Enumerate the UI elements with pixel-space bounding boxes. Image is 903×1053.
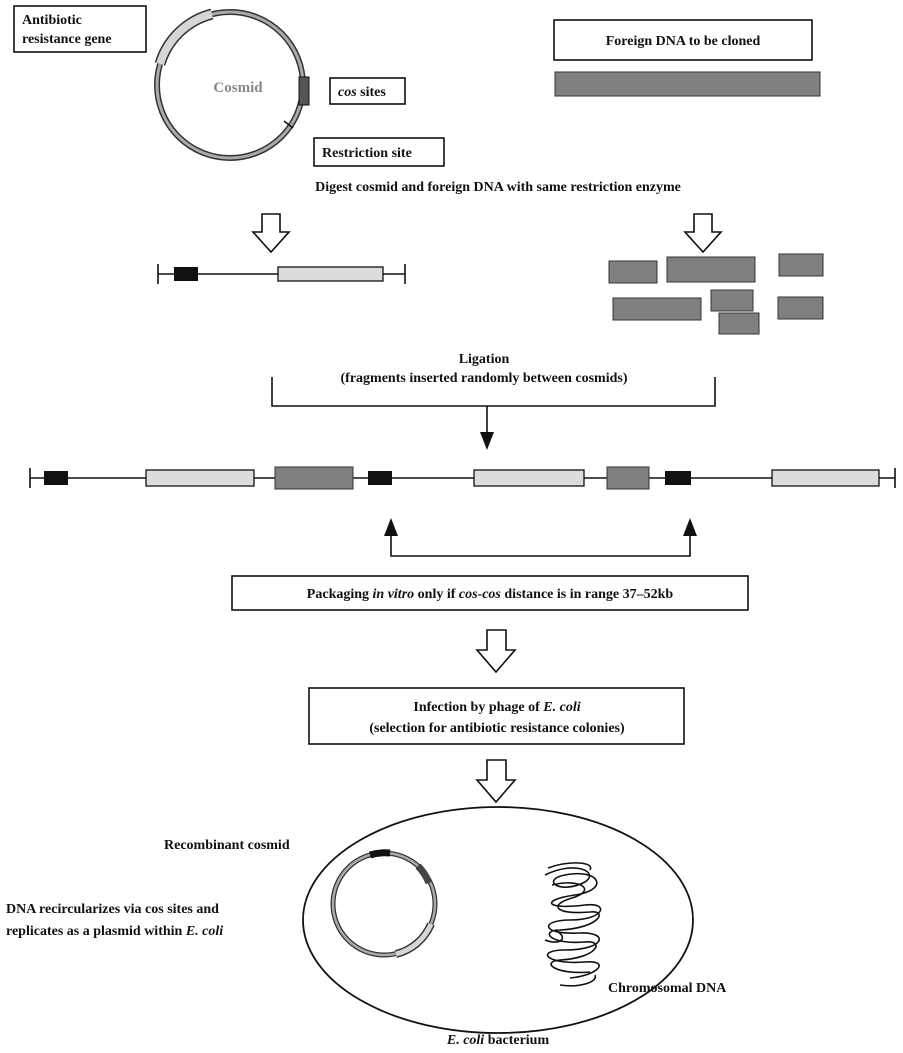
fragment [778,253,824,277]
cos-span-bracket [390,532,691,557]
hollow-arrow-down [475,759,517,804]
recombinant-insert [415,863,433,885]
chromosome-coil [548,882,600,974]
packaging-box: Packaging in vitro only if cos-cos dista… [231,575,749,611]
concatemer-insert [606,466,650,490]
cos-sites-label-box: cos sites [329,77,406,105]
concatemer [29,466,896,490]
fragment [777,296,824,320]
recombinant-resistance-gene-fill [395,922,434,957]
infection-step-text: Infection by phage of E. coli [413,700,580,715]
ecoli-cell-outline [302,806,694,1034]
ligation-title: Ligation [459,352,510,367]
chromosomal-dna-label: Chromosomal DNA [608,981,727,996]
packaging-step-text: Packaging in vitro only if cos-cos dista… [307,587,674,602]
restriction-box-frame [313,137,445,167]
recirc-line2: replicates as a plasmid within E. coli [6,924,223,939]
concatemer-cos-site [368,471,392,485]
restriction-site-tick [283,120,294,129]
recombinant-resistance-gene [394,922,435,958]
cosmid-label: Cosmid [213,80,263,96]
resistance-gene-segment [154,8,214,66]
foreign-dna-fragments [608,253,824,335]
recirc-line1: DNA recircularizes via cos sites and [6,902,219,917]
chromosome-coil [544,862,596,987]
resistance-gene-segment-fill [156,10,214,66]
packaging-box-frame [231,575,749,611]
cos-sites-box-frame [329,77,406,105]
fragment [710,289,754,312]
foreign-dna-label: Foreign DNA to be cloned [606,34,761,49]
cos-site-block [298,76,310,106]
recombinant-cosmid-label: Recombinant cosmid [164,838,290,853]
restriction-site-label: Restriction site [322,146,412,161]
linearized-cosmid [157,264,406,284]
concatemer-resistance-gene [771,469,880,487]
chromosome-coil [544,867,602,979]
infection-note: (selection for antibiotic resistance col… [369,721,625,736]
infection-box: Infection by phage of E. coli (selection… [308,687,685,745]
hollow-arrow-down [475,629,517,674]
fragment [612,297,702,321]
ligation-note: (fragments inserted randomly between cos… [341,371,628,386]
cosmid-plasmid: Cosmid [154,8,310,161]
fragment [718,312,760,335]
antibiotic-label-box: Antibiotic resistance gene [13,5,147,53]
infection-box-frame [308,687,685,745]
antibiotic-label-line2: resistance gene [22,32,112,47]
concatemer-resistance-gene [473,469,585,487]
antibiotic-box-frame [13,5,147,53]
recombinant-cos-site [368,849,391,859]
linear-cosmid-resistance-gene [277,266,384,282]
fragment [608,260,658,284]
cos-sites-label: cos sites [338,85,386,100]
concatemer-cos-site [665,471,691,485]
chromosomal-dna [544,862,602,987]
restriction-site-label-box: Restriction site [313,137,445,167]
ligation-arrow-head [480,432,494,450]
cos-span-arrow-right [683,518,697,536]
ecoli-bacterium-caption: E. coli bacterium [446,1033,550,1048]
recombinant-cosmid [330,849,438,958]
linear-cosmid-cos-site [174,267,198,281]
concatemer-insert [274,466,354,490]
hollow-arrow-down-right [683,213,723,254]
foreign-dna-box-frame [553,19,813,61]
antibiotic-label-line1: Antibiotic [22,13,82,28]
fragment [666,256,756,283]
concatemer-resistance-gene [145,469,255,487]
concatemer-cos-site [44,471,68,485]
foreign-dna-bar [554,71,821,97]
foreign-dna-group: Foreign DNA to be cloned [553,19,821,97]
ligation-bracket [271,377,716,407]
cos-span-arrow-left [384,518,398,536]
hollow-arrow-down-left [251,213,291,254]
digest-step-text: Digest cosmid and foreign DNA with same … [315,180,681,195]
